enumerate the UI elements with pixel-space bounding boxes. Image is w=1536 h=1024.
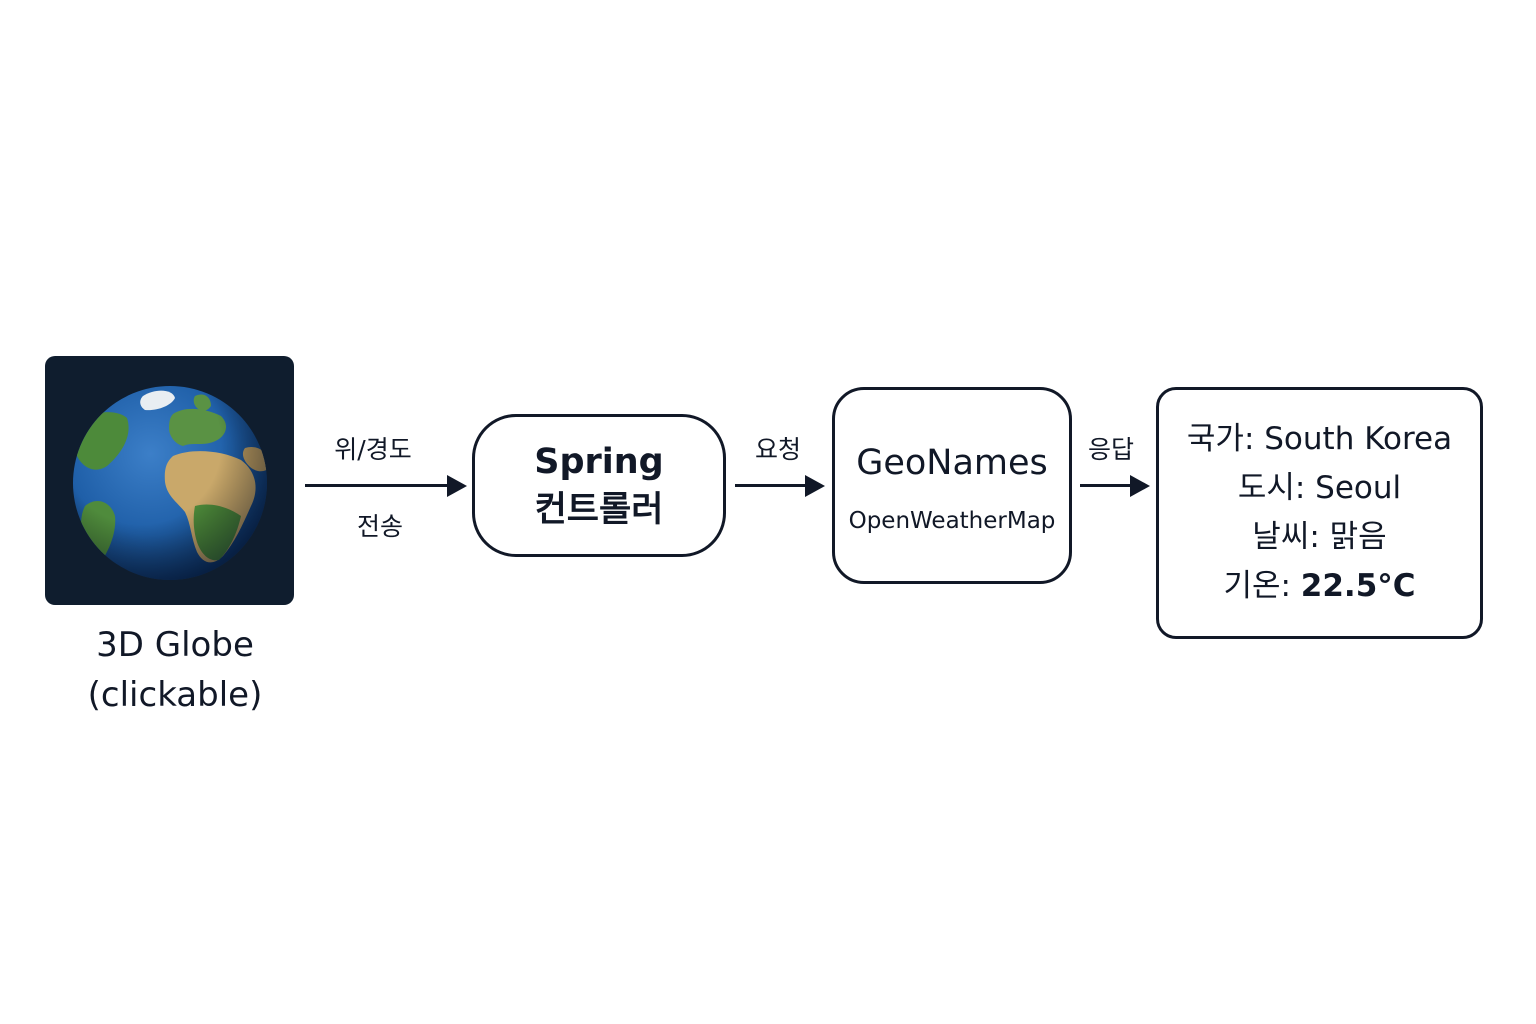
result-weather: 날씨: 맑음 bbox=[1252, 513, 1386, 562]
globe-caption: 3D Globe (clickable) bbox=[20, 620, 330, 720]
result-country: 국가: South Korea bbox=[1187, 415, 1452, 464]
temperature-label: 기온: bbox=[1223, 568, 1291, 604]
country-label: 국가: bbox=[1186, 421, 1255, 457]
globe-tile[interactable] bbox=[45, 356, 294, 605]
openweathermap-label: OpenWeatherMap bbox=[848, 507, 1056, 534]
globe-caption-line1: 3D Globe bbox=[96, 625, 254, 665]
arrow-label-request: 요청 bbox=[754, 435, 801, 464]
spring-controller-label: 컨트롤러 bbox=[534, 489, 664, 530]
weather-value: 맑음 bbox=[1329, 519, 1387, 555]
weather-label: 날씨: bbox=[1252, 519, 1320, 555]
temperature-value: 22.5°C bbox=[1300, 568, 1416, 604]
geonames-label: GeoNames bbox=[856, 442, 1048, 483]
arrow-label-send: 전송 bbox=[356, 512, 403, 541]
arrow-api-to-result bbox=[1080, 475, 1150, 497]
spring-controller-box: Spring 컨트롤러 bbox=[472, 414, 726, 557]
result-temperature: 기온: 22.5°C bbox=[1223, 562, 1415, 611]
arrow-globe-to-spring bbox=[305, 475, 467, 497]
result-box: 국가: South Korea 도시: Seoul 날씨: 맑음 기온: 22.… bbox=[1156, 387, 1483, 639]
country-value: South Korea bbox=[1264, 421, 1453, 457]
arrow-label-coordinates: 위/경도 bbox=[334, 435, 412, 464]
globe-caption-line2: (clickable) bbox=[87, 675, 263, 715]
spring-title: Spring bbox=[534, 441, 664, 482]
city-label: 도시: bbox=[1237, 470, 1306, 506]
arrow-label-response: 응답 bbox=[1087, 435, 1134, 464]
result-city: 도시: Seoul bbox=[1238, 464, 1401, 513]
external-api-box: GeoNames OpenWeatherMap bbox=[832, 387, 1072, 584]
earth-globe-icon[interactable] bbox=[45, 356, 294, 605]
arrow-spring-to-api bbox=[735, 475, 825, 497]
city-value: Seoul bbox=[1315, 470, 1402, 506]
